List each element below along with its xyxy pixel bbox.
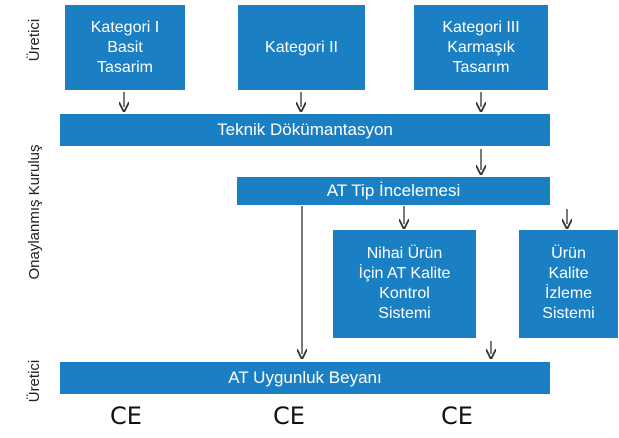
ce-mark-1: CE <box>110 402 142 430</box>
side-label-notified-body: Onaylanmış Kuruluş <box>26 144 43 280</box>
monitoring-line-2: Kalite <box>548 265 589 282</box>
monitoring-line-3: İzleme <box>544 285 593 302</box>
category-1-line-1: Kategori I <box>90 18 160 36</box>
side-label-manufacturer-top: Üretici <box>26 18 43 62</box>
final-qc-line-1: Nihai Ürün <box>366 245 443 262</box>
category-3-box: Kategori III Karmaşık Tasarım <box>414 5 548 90</box>
ce-mark-2: CE <box>273 402 305 430</box>
declaration-of-conformity-bar: AT Uygunluk Beyanı <box>60 362 550 394</box>
category-2-box: Kategori II <box>238 5 365 90</box>
category-1-box: Kategori I Basit Tasarim <box>65 5 185 90</box>
category-3-line-3: Tasarım <box>452 58 510 76</box>
category-3-line-2: Karmaşık <box>447 38 515 56</box>
final-qc-line-3: Kontrol <box>379 285 430 302</box>
final-product-qc-box: Nihai Ürün İçin AT Kalite Kontrol Sistem… <box>333 230 476 338</box>
category-1-line-3: Tasarim <box>96 58 153 76</box>
type-examination-bar: AT Tip İncelemesi <box>237 177 550 205</box>
ce-mark-3: CE <box>441 402 473 430</box>
category-2-line-1: Kategori II <box>265 38 338 56</box>
category-1-line-2: Basit <box>107 38 143 56</box>
final-qc-line-4: Sistemi <box>378 305 431 322</box>
category-3-line-1: Kategori III <box>442 18 520 36</box>
monitoring-line-4: Sistemi <box>542 305 595 322</box>
product-quality-monitoring-box: Ürün Kalite İzleme Sistemi <box>519 230 618 338</box>
technical-documentation-bar: Teknik Dökümantasyon <box>60 114 550 146</box>
final-qc-line-2: İçin AT Kalite <box>358 265 451 282</box>
side-label-manufacturer-bottom: Üretici <box>26 359 43 403</box>
monitoring-line-1: Ürün <box>551 245 586 262</box>
